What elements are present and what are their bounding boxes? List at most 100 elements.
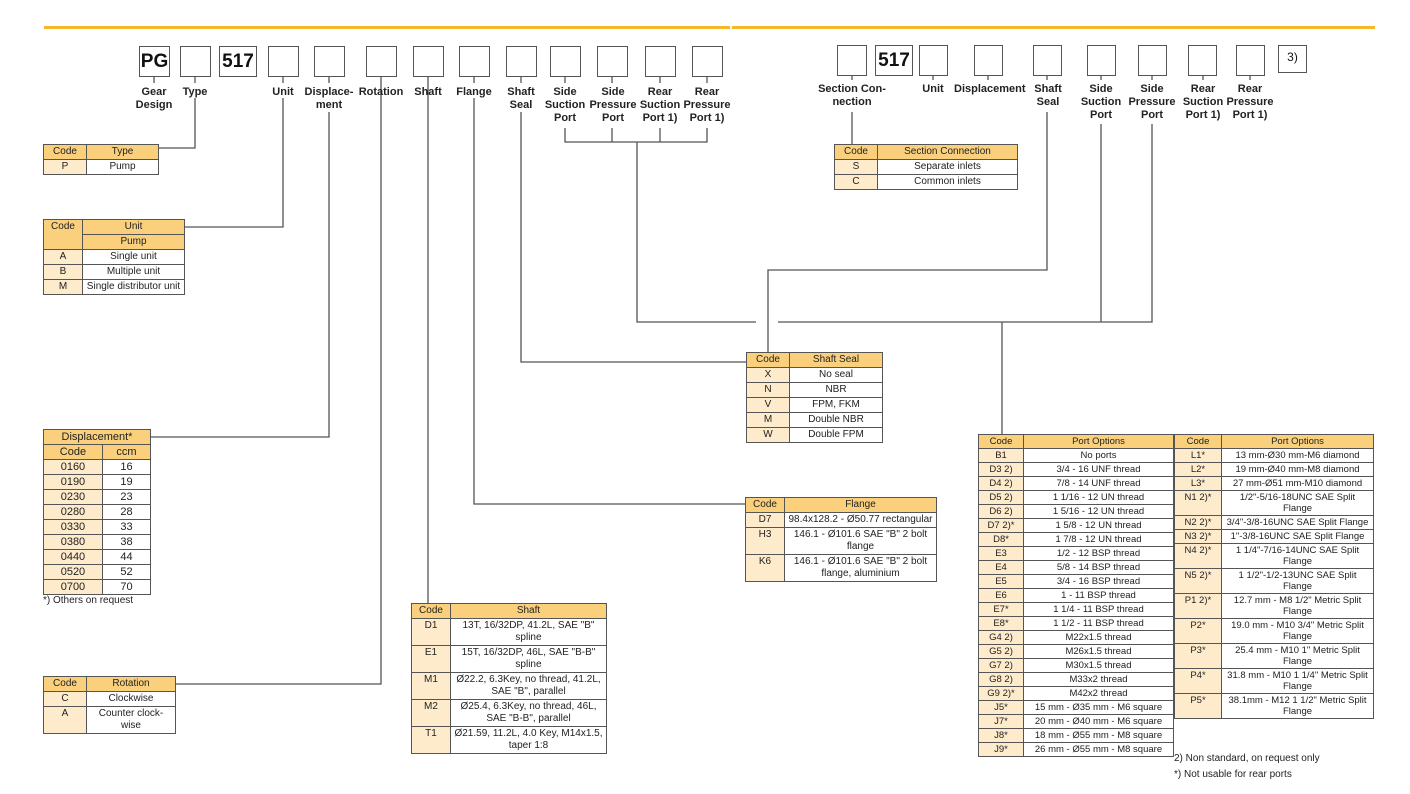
code-cell: W (746, 427, 790, 443)
col-header-code: Code (1174, 434, 1222, 449)
code-box-side-pressure-port (597, 46, 628, 77)
code-box-series: 517 (875, 45, 913, 76)
description-cell: 15 mm - Ø35 mm - M6 square (1023, 700, 1174, 715)
label-side-pressure-port: Side Pressure Port (1128, 83, 1176, 121)
table-row: G8 2)M33x2 thread (978, 672, 1174, 687)
description-cell: FPM, FKM (789, 397, 883, 413)
label-shaft: Shaft (414, 86, 442, 98)
code-cell: K6 (745, 554, 785, 582)
top-rule-right (732, 26, 1375, 29)
code-cell: 0280 (43, 504, 103, 520)
description-cell: 1 1/2 - 11 BSP thread (1023, 616, 1174, 631)
code-cell: E8* (978, 616, 1024, 631)
col-header-code: Code (43, 676, 87, 692)
code-cell: E5 (978, 574, 1024, 589)
label-rear-pressure-port: Rear Pressure Port 1) (1226, 83, 1274, 121)
description-cell: Ø25.4, 6.3Key, no thread, 46L, SAE "B-B"… (450, 699, 607, 727)
code-cell: D1 (411, 618, 451, 646)
col-header-rotation: Rotation (86, 676, 176, 692)
description-cell: M33x2 thread (1023, 672, 1174, 687)
code-cell: 0700 (43, 579, 103, 595)
table-row: P4*31.8 mm - M10 1 1/4" Metric Split Fla… (1174, 668, 1374, 694)
code-box-shaft (413, 46, 444, 77)
code-cell: E6 (978, 588, 1024, 603)
code-box-side-suction-port (1087, 45, 1116, 76)
code-box-unit (919, 45, 948, 76)
col-header-code: Code (411, 603, 451, 619)
code-cell: T1 (411, 726, 451, 754)
description-cell: 25.4 mm - M10 1" Metric Split Flange (1221, 643, 1374, 669)
label-rear-suction-port: Rear Suction Port 1) (1182, 83, 1224, 121)
code-box-type (180, 46, 211, 77)
description-cell: 1 1/16 - 12 UN thread (1023, 490, 1174, 505)
code-cell: B1 (978, 448, 1024, 463)
code-box-rear-suction-port (645, 46, 676, 77)
code-cell: 0440 (43, 549, 103, 565)
code-cell: G8 2) (978, 672, 1024, 687)
description-cell: Ø21.59, 11.2L, 4.0 Key, M14x1.5, taper 1… (450, 726, 607, 754)
table-row: J5*15 mm - Ø35 mm - M6 square (978, 700, 1174, 715)
description-cell: No ports (1023, 448, 1174, 463)
col-header-code: Code (43, 144, 87, 160)
code-cell: D4 2) (978, 476, 1024, 491)
description-cell: 27 mm-Ø51 mm-M10 diamond (1221, 476, 1374, 491)
code-box-rear-pressure-port (692, 46, 723, 77)
code-cell: J7* (978, 714, 1024, 729)
description-cell: 1/2"-5/16-18UNC SAE Split Flange (1221, 490, 1374, 516)
port-note-rear-ports: *) Not usable for rear ports (1174, 769, 1292, 780)
code-cell: M2 (411, 699, 451, 727)
code-cell: 0380 (43, 534, 103, 550)
top-rule-left (44, 26, 730, 29)
code-cell: M1 (411, 672, 451, 700)
label-rotation: Rotation (358, 86, 404, 98)
code-box-displacement (314, 46, 345, 77)
description-cell: 5/8 - 14 BSP thread (1023, 560, 1174, 575)
code-cell: D3 2) (978, 462, 1024, 477)
description-cell: 19 mm-Ø40 mm-M8 diamond (1221, 462, 1374, 477)
code-cell: 0230 (43, 489, 103, 505)
port-note-nonstandard: 2) Non standard, on request only (1174, 753, 1320, 764)
label-displacement: Displace- ment (304, 86, 354, 111)
code-cell: N4 2)* (1174, 543, 1222, 569)
description-cell: 28 (101, 504, 152, 520)
code-box-rear-suction-port (1188, 45, 1217, 76)
code-cell: E1 (411, 645, 451, 673)
table-row: N4 2)*1 1/4"-7/16-14UNC SAE Split Flange (1174, 543, 1374, 569)
description-cell: 1 - 11 BSP thread (1023, 588, 1174, 603)
code-cell: 0520 (43, 564, 103, 580)
description-cell: 70 (101, 579, 152, 595)
code-box-section-connection (837, 45, 867, 76)
description-cell: 146.1 - Ø101.6 SAE "B" 2 bolt flange, al… (784, 554, 937, 582)
description-cell: 33 (101, 519, 152, 535)
table-row: G5 2)M26x1.5 thread (978, 644, 1174, 659)
description-cell: 1 1/2"-1/2-13UNC SAE Split Flange (1221, 568, 1374, 594)
col-header-type: Type (86, 144, 159, 160)
table-row: D4 2)7/8 - 14 UNF thread (978, 476, 1174, 491)
description-cell: 19 (101, 474, 152, 490)
col-header-code: Code (746, 352, 790, 368)
description-cell: 3/4"-3/8-16UNC SAE Split Flange (1221, 515, 1374, 530)
table-row: P3*25.4 mm - M10 1" Metric Split Flange (1174, 643, 1374, 669)
col-header-port-options: Port Options (1221, 434, 1374, 449)
code-cell: D7 (745, 512, 785, 528)
code-box-side-pressure-port (1138, 45, 1167, 76)
col-header-code: Code (978, 434, 1024, 449)
code-cell: N1 2)* (1174, 490, 1222, 516)
